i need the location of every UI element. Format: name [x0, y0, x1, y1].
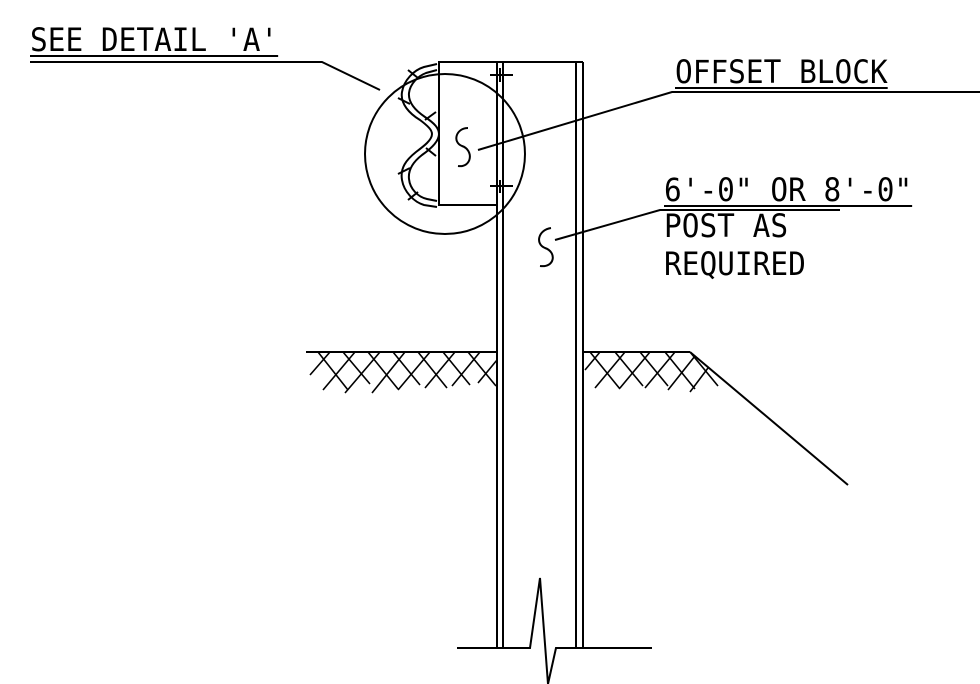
offset-block	[438, 61, 513, 206]
leader-lines	[30, 61, 980, 241]
post-length-text: 6'-0" OR 8'-0"	[664, 171, 913, 209]
steel-post	[496, 61, 584, 648]
detail-a-callout-label: SEE DETAIL 'A'	[30, 21, 279, 59]
w-beam-rail	[397, 63, 441, 208]
post-length-label: 6'-0" OR 8'-0"	[664, 172, 912, 208]
break-line	[457, 577, 652, 684]
post-s-symbol	[538, 227, 554, 268]
ground-surface	[306, 351, 849, 486]
earth-hatching	[309, 351, 719, 394]
detail-a-circle	[364, 73, 526, 235]
offset-block-s-symbol	[455, 127, 471, 168]
steel-symbols	[455, 127, 554, 268]
post-as-label: POST AS	[664, 207, 789, 245]
required-label: REQUIRED	[664, 245, 806, 283]
offset-block-label: OFFSET BLOCK	[675, 53, 888, 91]
